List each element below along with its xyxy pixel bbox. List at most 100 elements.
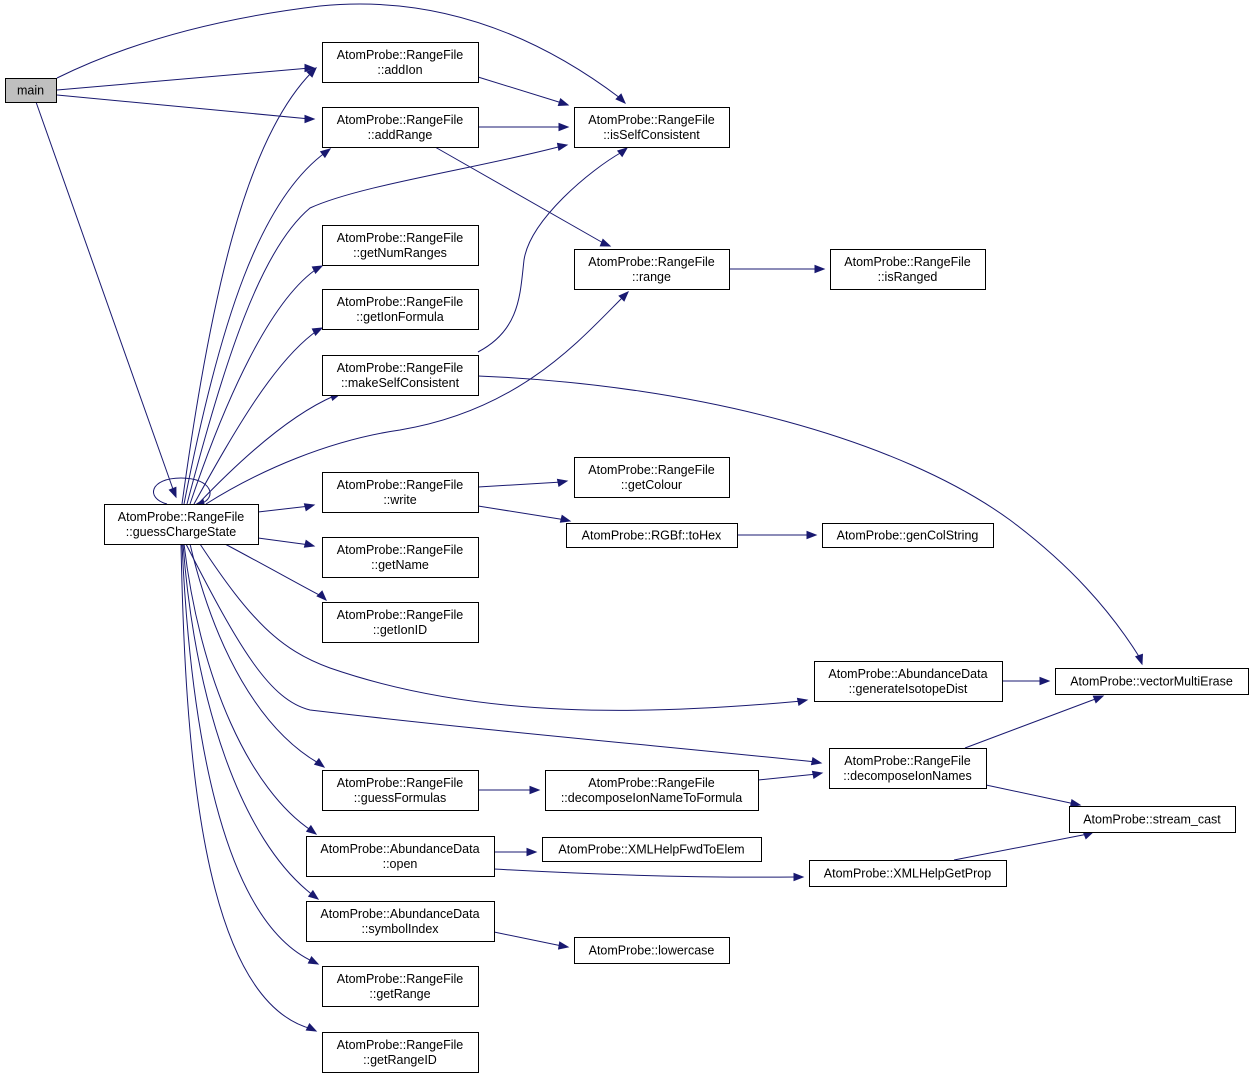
node-toHex[interactable]: AtomProbe::RGBf::toHex: [566, 523, 738, 548]
edge-line: [477, 76, 563, 104]
node-label: AtomProbe::RangeFile: [337, 1038, 464, 1052]
node-box: [574, 249, 730, 290]
edge-range-to-isRanged: [729, 264, 826, 274]
node-label: AtomProbe::RangeFile: [588, 255, 715, 269]
edge-main-to-isSelfConsistent: [56, 3, 626, 104]
node-isSelfConsistent[interactable]: AtomProbe::RangeFile::isSelfConsistent: [574, 107, 730, 148]
edge-arrowhead: [814, 264, 826, 274]
edge-arrowhead: [599, 238, 612, 247]
call-edges: [35, 3, 1144, 1032]
edge-addRange-to-range: [434, 146, 612, 247]
node-generateIsotopeDist[interactable]: AtomProbe::AbundanceData::generateIsotop…: [814, 661, 1003, 702]
node-label: ::decomposeIonNameToFormula: [561, 791, 742, 805]
node-box: [829, 748, 987, 789]
node-box: [322, 602, 479, 643]
node-box: [322, 472, 479, 513]
edge-main-to-addIon: [56, 63, 316, 91]
edge-symbolIndex-to-lowercase: [493, 931, 570, 950]
edge-line: [257, 537, 311, 546]
node-label: AtomProbe::XMLHelpFwdToElem: [558, 843, 744, 857]
edge-arrowhead: [313, 757, 326, 768]
node-addRange[interactable]: AtomProbe::RangeFile::addRange: [322, 107, 479, 148]
edge-arrowhead: [526, 847, 538, 857]
edge-line: [185, 543, 817, 763]
edge-line: [186, 145, 563, 505]
node-xmlHelpGetProp[interactable]: AtomProbe::XMLHelpGetProp: [809, 860, 1007, 887]
node-write[interactable]: AtomProbe::RangeFile::write: [322, 472, 479, 513]
edge-arrowhead: [307, 889, 320, 900]
node-getName[interactable]: AtomProbe::RangeFile::getName: [322, 537, 479, 578]
edge-arrowhead: [556, 142, 569, 152]
node-box: [542, 837, 762, 862]
node-main[interactable]: main: [5, 78, 57, 103]
node-box: [830, 249, 986, 290]
edge-line: [257, 505, 311, 513]
node-getIonFormula[interactable]: AtomProbe::RangeFile::getIonFormula: [322, 289, 479, 330]
edge-arrowhead: [305, 1022, 318, 1032]
edge-line: [181, 543, 315, 963]
edge-line: [56, 67, 311, 91]
edge-arrowhead: [304, 114, 316, 124]
node-label: ::addIon: [377, 63, 422, 77]
node-open[interactable]: AtomProbe::AbundanceData::open: [306, 836, 495, 877]
edge-makeSelfConsistent-to-isSelfConsistent: [477, 147, 629, 353]
node-label: ::symbolIndex: [361, 922, 439, 936]
node-label: AtomProbe::AbundanceData: [828, 667, 987, 681]
edge-arrowhead: [556, 478, 569, 488]
node-getNumRanges[interactable]: AtomProbe::RangeFile::getNumRanges: [322, 225, 479, 266]
node-label: AtomProbe::RangeFile: [588, 776, 715, 790]
node-xmlHelpFwdToElem[interactable]: AtomProbe::XMLHelpFwdToElem: [542, 837, 762, 862]
node-label: AtomProbe::RangeFile: [337, 113, 464, 127]
node-streamCast[interactable]: AtomProbe::stream_cast: [1069, 806, 1236, 833]
edge-guessChargeState-to-getNumRanges: [189, 265, 324, 505]
node-symbolIndex[interactable]: AtomProbe::AbundanceData::symbolIndex: [306, 901, 495, 942]
edge-guessChargeState-to-getRange: [181, 543, 320, 965]
edge-addIon-to-isSelfConsistent: [477, 76, 570, 107]
node-box: [566, 523, 738, 548]
edge-line: [182, 543, 315, 897]
node-range[interactable]: AtomProbe::RangeFile::range: [574, 249, 730, 290]
node-box: [822, 523, 994, 548]
node-getRangeID[interactable]: AtomProbe::RangeFile::getRangeID: [322, 1032, 479, 1073]
node-label: ::decomposeIonNames: [843, 769, 972, 783]
node-guessFormulas[interactable]: AtomProbe::RangeFile::guessFormulas: [322, 770, 479, 811]
edge-line: [181, 71, 313, 505]
node-getIonID[interactable]: AtomProbe::RangeFile::getIonID: [322, 602, 479, 643]
edge-guessChargeState-to-getName: [257, 537, 316, 548]
edge-line: [189, 543, 321, 765]
edge-arrowhead: [1069, 798, 1082, 808]
edge-guessChargeState-to-open: [183, 543, 318, 835]
node-decomposeIonNames[interactable]: AtomProbe::RangeFile::decomposeIonNames: [829, 748, 987, 789]
node-box: [322, 289, 479, 330]
edge-arrowhead: [316, 590, 327, 601]
edge-line: [205, 295, 625, 505]
edge-arrowhead: [796, 697, 809, 707]
node-genColString[interactable]: AtomProbe::genColString: [822, 523, 994, 548]
edge-line: [964, 697, 1099, 749]
node-box: [306, 836, 495, 877]
node-label: AtomProbe::genColString: [837, 529, 979, 543]
node-addIon[interactable]: AtomProbe::RangeFile::addIon: [322, 42, 479, 83]
node-box: [322, 770, 479, 811]
node-label: AtomProbe::RangeFile: [844, 255, 971, 269]
node-getColour[interactable]: AtomProbe::RangeFile::getColour: [574, 457, 730, 498]
edge-arrowhead: [311, 265, 324, 275]
node-guessChargeState[interactable]: AtomProbe::RangeFile::guessChargeState: [104, 504, 259, 545]
edge-line: [153, 477, 211, 505]
node-label: AtomProbe::RangeFile: [337, 608, 464, 622]
edge-arrowhead: [810, 756, 823, 766]
edge-arrowhead: [558, 122, 570, 132]
node-decomposeIonNameToFormula[interactable]: AtomProbe::RangeFile::decomposeIonNameTo…: [545, 770, 759, 811]
node-label: AtomProbe::AbundanceData: [320, 842, 479, 856]
node-getRange[interactable]: AtomProbe::RangeFile::getRange: [322, 966, 479, 1007]
edge-line: [757, 773, 818, 781]
edge-line: [477, 505, 567, 521]
edge-line: [493, 868, 798, 878]
edge-guessFormulas-to-decomposeIonNameToFormula: [478, 785, 541, 795]
node-lowercase[interactable]: AtomProbe::lowercase: [574, 937, 730, 964]
node-isRanged[interactable]: AtomProbe::RangeFile::isRanged: [830, 249, 986, 290]
node-makeSelfConsistent[interactable]: AtomProbe::RangeFile::makeSelfConsistent: [322, 355, 479, 396]
node-vectorMultiErase[interactable]: AtomProbe::vectorMultiErase: [1055, 668, 1249, 695]
node-label: ::getIonFormula: [356, 310, 444, 324]
edge-arrowhead: [811, 770, 824, 780]
